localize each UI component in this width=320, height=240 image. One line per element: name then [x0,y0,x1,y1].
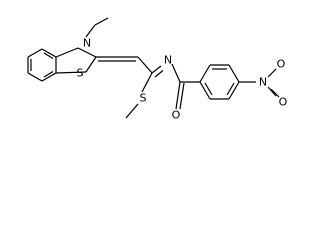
atom-label-ring-nitrogen: N [83,37,91,50]
svg-text:N: N [259,76,267,89]
atom-label-imine-nitrogen: N [164,54,172,67]
svg-text:N: N [164,54,172,67]
atom-label-carbonyl-oxygen: O [172,109,181,122]
imine-double-bond [151,65,164,78]
svg-text:S: S [140,92,147,105]
vinyl-to-imidothioate-bond [137,56,153,74]
ethyl-group [85,17,109,38]
exocyclic-double-bond [96,56,138,62]
atom-label-nitro-nitrogen: N [259,76,267,89]
svg-text:O: O [279,96,288,109]
svg-text:O: O [172,109,181,122]
molecule-structure-diagram: N S N S O N O O [27,17,288,122]
carbonyl-group [175,81,185,110]
atom-label-nitro-oxygen-top: O [277,58,286,71]
atom-label-thioether-sulfur: S [140,92,147,105]
s-methyl-group [125,72,153,119]
amide-bond [171,63,181,83]
thiazole-ring [55,47,97,74]
nitrophenyl-ring [199,64,240,100]
svg-text:O: O [277,58,286,71]
nitro-group-bonds [267,68,280,98]
benzene-ring-left [27,48,57,82]
atom-label-ring-sulfur: S [77,67,84,80]
svg-text:S: S [77,67,84,80]
atom-label-nitro-oxygen-bottom: O [279,96,288,109]
svg-text:N: N [83,37,91,50]
